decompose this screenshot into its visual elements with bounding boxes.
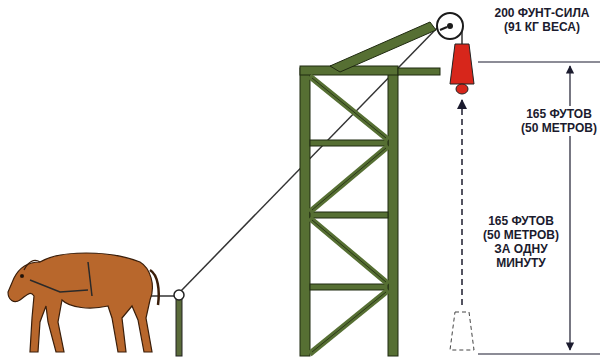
tower	[300, 22, 440, 356]
tower-bracing-outline	[312, 78, 386, 352]
horse	[8, 253, 159, 352]
rate-label: 165 ФУТОВ (50 МЕТРОВ) ЗА ОДНУ МИНУТУ	[478, 214, 564, 270]
tower-bracing	[312, 78, 386, 352]
top-pulley	[437, 13, 463, 39]
height-label: 165 ФУТОВ (50 МЕТРОВ)	[519, 106, 599, 136]
dimension-line	[478, 62, 600, 354]
weight	[450, 44, 474, 94]
weight-travel	[450, 100, 474, 350]
ground-post	[174, 290, 184, 356]
load-label: 200 ФУНТ-СИЛА (91 КГ ВЕСА)	[490, 6, 594, 34]
